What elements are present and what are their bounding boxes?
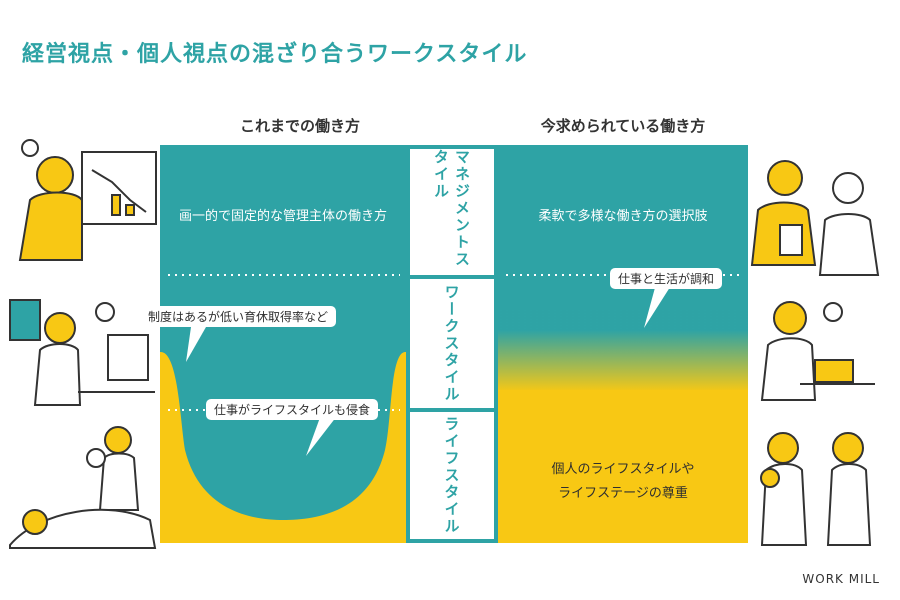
page-title: 経営視点・個人視点の混ざり合うワークスタイル <box>22 42 528 67</box>
illustration-family-night <box>9 426 157 549</box>
left-management-text: 画一的で固定的な管理主体の働き方 <box>178 209 387 224</box>
right-life-text: 個人のライフスタイルや ライフステージの尊重 <box>498 458 748 506</box>
right-management-text: 柔軟で多様な働き方の選択肢 <box>538 209 708 224</box>
band-workstyle: ワークスタイル <box>408 279 496 408</box>
callout-low-leave-rate: 制度はあるが低い育休取得率など <box>140 306 337 327</box>
band-label-workstyle: ワークスタイル <box>442 284 461 403</box>
band-label-lifestyle: ライフスタイル <box>442 416 461 535</box>
illustration-manager-old <box>18 139 157 261</box>
right-life-text-line2: ライフステージの尊重 <box>558 486 688 501</box>
column-header-current: これまでの働き方 <box>239 117 360 135</box>
illustration-worker-night <box>9 299 155 406</box>
callout-work-life-harmony: 仕事と生活が調和 <box>610 268 723 289</box>
band-label-management: マネジメントスタイル <box>432 149 471 268</box>
illustration-managers-happy <box>750 160 880 276</box>
band-lifestyle: ライフスタイル <box>408 412 496 539</box>
column-header-future: 今求められている働き方 <box>540 117 706 135</box>
right-panel <box>498 145 748 543</box>
center-column <box>406 145 498 543</box>
callout-work-invades-life: 仕事がライフスタイルも侵食 <box>206 399 379 420</box>
right-life-text-line1: 個人のライフスタイルや <box>551 462 695 477</box>
illustration-worker-remote <box>760 301 875 401</box>
band-management: マネジメントスタイル <box>408 149 496 275</box>
credit-logo: WORK MILL <box>802 572 880 586</box>
illustration-family-day <box>760 432 872 546</box>
left-panel <box>160 145 406 543</box>
